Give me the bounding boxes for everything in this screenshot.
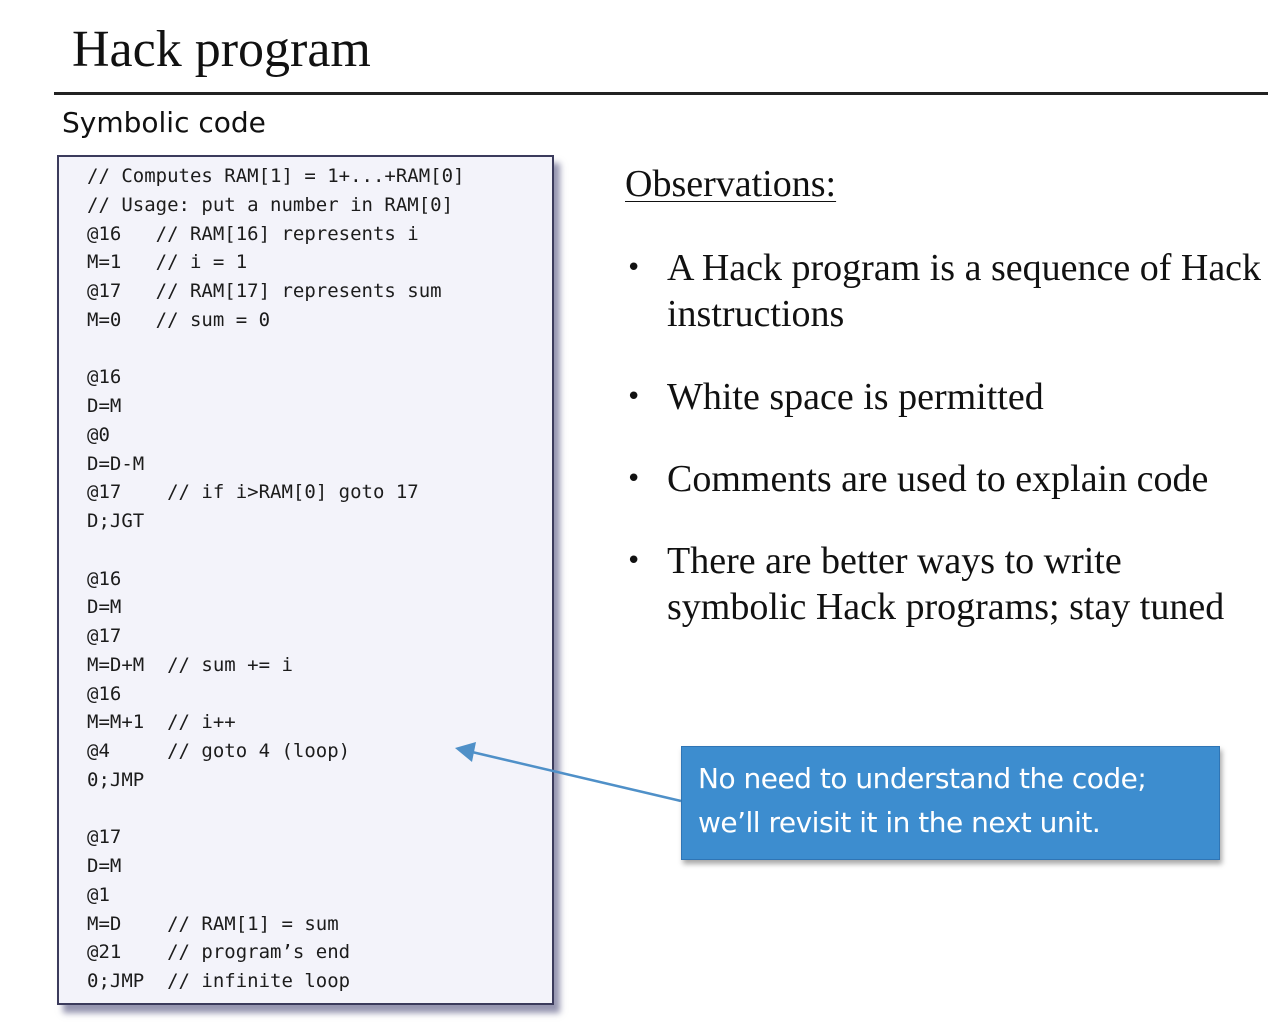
code-line: // Computes RAM[1] = 1+...+RAM[0]: [87, 165, 465, 187]
title-divider: [54, 92, 1268, 95]
code-line: @1: [87, 883, 110, 906]
code-line: @16 // RAM[16] represents i: [87, 222, 419, 245]
code-panel: // Computes RAM[1] = 1+...+RAM[0] // Usag…: [57, 155, 554, 1005]
code-line: @17 // RAM[17] represents sum: [87, 280, 442, 302]
observations-heading: Observations:: [625, 163, 837, 205]
code-line: @21 // program’s end: [87, 941, 351, 964]
code-line: @17: [87, 826, 122, 849]
observation-text: White space is permitted: [667, 376, 1044, 418]
code-line: D=D-M: [87, 452, 145, 475]
code-line: @4 // goto 4 (loop): [87, 740, 351, 762]
code-line: @16: [87, 366, 122, 389]
code-line: M=1 // i = 1: [87, 251, 248, 274]
code-line: M=D+M // sum += i: [87, 653, 293, 676]
callout-box: No need to understand the code; we’ll re…: [681, 746, 1220, 860]
code-line: D=M: [87, 596, 122, 619]
observation-text: A Hack program is a sequence of Hack ins…: [667, 247, 1262, 335]
code-line: D=M: [87, 395, 122, 417]
code-line: 0;JMP: [87, 768, 145, 791]
code-line: D=M: [87, 855, 122, 877]
observation-text: Comments are used to explain code: [667, 458, 1209, 500]
section-label: Symbolic code: [62, 106, 266, 139]
code-line: // Usage: put a number in RAM[0]: [87, 193, 454, 216]
callout-line-2: we’ll revisit it in the next unit.: [698, 806, 1101, 839]
slide-title: Hack program: [72, 21, 371, 78]
bullet-icon: •: [626, 382, 642, 412]
code-line: @16: [87, 567, 122, 590]
code-line: @17: [87, 625, 122, 647]
code-line: M=D // RAM[1] = sum: [87, 912, 339, 935]
bullet-icon: •: [626, 253, 642, 283]
bullet-icon: •: [626, 546, 642, 576]
code-line: M=0 // sum = 0: [87, 308, 271, 331]
code-line: 0;JMP // infinite loop: [87, 970, 351, 992]
code-line: @16: [87, 682, 122, 705]
observation-text: There are better ways to write symbolic …: [667, 540, 1225, 628]
code-line: @0: [87, 423, 110, 446]
bullet-icon: •: [626, 464, 642, 494]
code-line: D;JGT: [87, 510, 145, 532]
code-line: M=M+1 // i++: [87, 711, 236, 734]
callout-line-1: No need to understand the code;: [698, 762, 1147, 795]
code-line: @17 // if i>RAM[0] goto 17: [87, 481, 419, 504]
